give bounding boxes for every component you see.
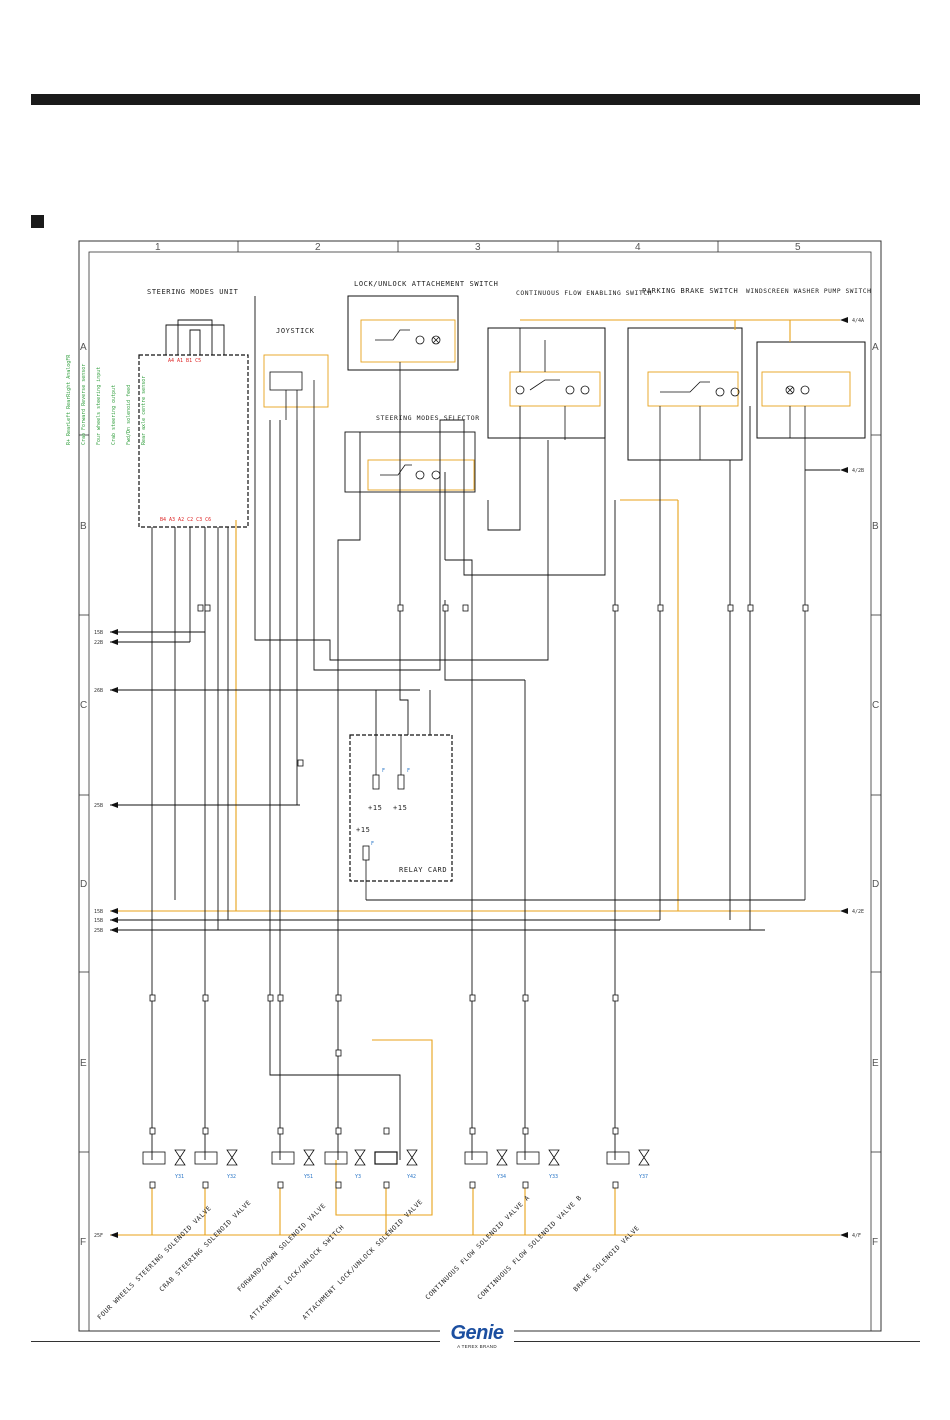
svg-text:D: D bbox=[80, 879, 87, 890]
steering-unit-inner-labels: R+ RearLeft RearRight AnalogFR Crab Forw… bbox=[66, 354, 147, 445]
svg-text:F: F bbox=[382, 768, 385, 774]
svg-text:22B: 22B bbox=[94, 640, 103, 646]
svg-text:+15: +15 bbox=[368, 804, 382, 812]
steering-selector-box bbox=[367, 459, 475, 491]
svg-text:B: B bbox=[872, 521, 879, 532]
svg-text:15B: 15B bbox=[94, 918, 103, 924]
svg-text:Y51: Y51 bbox=[304, 1174, 313, 1180]
svg-text:B: B bbox=[80, 521, 87, 532]
svg-text:Rear axle centre sensor: Rear axle centre sensor bbox=[141, 376, 147, 445]
brake-valve-label: BRAKE SOLENOID VALVE bbox=[572, 1224, 641, 1293]
left-refs: 15B 22B 26B 25B 15B 15B 25B 25F bbox=[94, 630, 103, 1239]
logo-wordmark: Genie bbox=[450, 1322, 504, 1344]
column-labels: 1 2 3 4 5 bbox=[155, 242, 801, 253]
svg-text:4/F: 4/F bbox=[852, 1233, 861, 1239]
four-wheels-steering-label: FOUR WHEELS STEERING SOLENOID VALVE bbox=[96, 1204, 213, 1321]
brand-logo: Genie A TEREX BRAND bbox=[440, 1322, 514, 1352]
continuous-flow-box bbox=[509, 371, 601, 407]
column-label-1: 1 bbox=[155, 242, 161, 253]
svg-text:F: F bbox=[80, 1237, 86, 1248]
valve-tags: Y31 Y32 Y51 Y3 Y42 Y34 Y33 Y37 bbox=[175, 1174, 648, 1180]
svg-text:F: F bbox=[407, 768, 410, 774]
svg-text:4/2E: 4/2E bbox=[852, 909, 864, 915]
column-label-3: 3 bbox=[475, 242, 481, 253]
svg-text:Y33: Y33 bbox=[549, 1174, 558, 1180]
logo-tagline: A TEREX BRAND bbox=[457, 1344, 497, 1349]
column-dividers bbox=[237, 241, 719, 252]
washer-pump-box bbox=[761, 371, 851, 407]
joystick-box bbox=[263, 354, 329, 408]
joystick-label: JOYSTICK bbox=[276, 327, 315, 335]
washer-pump-label: WINDSCREEN WASHER PUMP SWITCH bbox=[746, 288, 871, 295]
svg-text:25B: 25B bbox=[94, 803, 103, 809]
row-labels-right: A B C D E F bbox=[872, 342, 879, 1248]
steering-unit-box bbox=[138, 354, 249, 528]
svg-text:E: E bbox=[80, 1058, 87, 1069]
svg-text:C: C bbox=[872, 700, 879, 711]
parking-brake-label: PARKING BRAKE SWITCH bbox=[642, 287, 738, 295]
row-labels-left: A B C D E F bbox=[80, 342, 87, 1248]
svg-text:B4 A3 A2 C2 C3 C6: B4 A3 A2 C2 C3 C6 bbox=[160, 517, 211, 523]
continuous-flow-label: CONTINUOUS FLOW ENABLING SWITCH bbox=[516, 290, 652, 297]
svg-text:F: F bbox=[872, 1237, 878, 1248]
column-label-4: 4 bbox=[635, 242, 641, 253]
svg-text:Fwd/Dn solenoid feed: Fwd/Dn solenoid feed bbox=[126, 385, 132, 445]
left-arrows bbox=[110, 629, 118, 1238]
black-wires bbox=[110, 296, 840, 1160]
section-bullet bbox=[31, 215, 44, 228]
svg-text:Y34: Y34 bbox=[497, 1174, 506, 1180]
svg-text:Crab steering output: Crab steering output bbox=[111, 385, 117, 445]
svg-text:Y32: Y32 bbox=[227, 1174, 236, 1180]
svg-text:Y3: Y3 bbox=[355, 1174, 361, 1180]
svg-text:Crab Forward Reverse sensor: Crab Forward Reverse sensor bbox=[81, 364, 87, 445]
relay-card-label: RELAY CARD bbox=[399, 866, 447, 874]
header-bar bbox=[31, 94, 920, 105]
lock-switch-box bbox=[360, 319, 456, 363]
valve-symbols bbox=[174, 1149, 650, 1166]
svg-text:R+ RearLeft RearRight AnalogFR: R+ RearLeft RearRight AnalogFR bbox=[66, 354, 72, 445]
diagram-frame-outer bbox=[78, 240, 882, 1332]
svg-text:15B: 15B bbox=[94, 630, 103, 636]
svg-text:4/2B: 4/2B bbox=[852, 468, 864, 474]
svg-text:+15: +15 bbox=[356, 826, 370, 834]
right-arrows bbox=[840, 317, 848, 1238]
forward-down-label: FORWARD/DOWN SOLENOID VALVE bbox=[236, 1202, 328, 1294]
diagram-frame-inner bbox=[88, 251, 872, 1332]
lock-switch-label: LOCK/UNLOCK ATTACHEMENT SWITCH bbox=[354, 280, 498, 288]
svg-text:25B: 25B bbox=[94, 928, 103, 934]
svg-text:Y42: Y42 bbox=[407, 1174, 416, 1180]
svg-text:25F: 25F bbox=[94, 1233, 103, 1239]
svg-text:A: A bbox=[872, 342, 879, 353]
attachment-lock-valve-label: ATTACHMENT LOCK/UNLOCK SOLENOID VALVE bbox=[301, 1198, 425, 1322]
steering-modes-unit-label: STEERING MODES UNIT bbox=[147, 288, 239, 296]
svg-text:A: A bbox=[80, 342, 87, 353]
column-label-5: 5 bbox=[795, 242, 801, 253]
svg-text:Y31: Y31 bbox=[175, 1174, 184, 1180]
bottom-labels: FOUR WHEELS STEERING SOLENOID VALVE CRAB… bbox=[96, 1194, 641, 1322]
svg-text:D: D bbox=[872, 879, 879, 890]
valve-coils bbox=[142, 1151, 630, 1165]
svg-text:Y37: Y37 bbox=[639, 1174, 648, 1180]
svg-text:F: F bbox=[371, 841, 374, 847]
right-refs: 4/4A 4/2B 4/2E 4/F bbox=[852, 318, 864, 1239]
svg-text:+15: +15 bbox=[393, 804, 407, 812]
svg-text:4/4A: 4/4A bbox=[852, 318, 864, 324]
svg-text:Four wheels steering input: Four wheels steering input bbox=[96, 367, 102, 445]
relay-plus15: +15 +15 +15 bbox=[356, 804, 407, 834]
svg-text:E: E bbox=[872, 1058, 879, 1069]
svg-text:C: C bbox=[80, 700, 87, 711]
column-label-2: 2 bbox=[315, 242, 321, 253]
svg-text:A4 A1 B1 C5: A4 A1 B1 C5 bbox=[168, 358, 201, 364]
continuous-flow-b-label: CONTINUOUS FLOW SOLENOID VALVE B bbox=[476, 1194, 584, 1302]
relay-fuses: F F F bbox=[371, 768, 410, 847]
row-dividers bbox=[79, 434, 881, 1153]
continuous-flow-a-label: CONTINUOUS FLOW SOLENOID VALVE A bbox=[424, 1194, 532, 1302]
connectors bbox=[149, 604, 809, 1189]
steering-unit-pins: A4 A1 B1 C5 B4 A3 A2 C2 C3 C6 bbox=[160, 358, 211, 523]
orange-wires bbox=[110, 319, 840, 1236]
steering-selector-label: STEERING MODES SELECTOR bbox=[376, 414, 480, 422]
svg-text:26B: 26B bbox=[94, 688, 103, 694]
svg-text:15B: 15B bbox=[94, 909, 103, 915]
